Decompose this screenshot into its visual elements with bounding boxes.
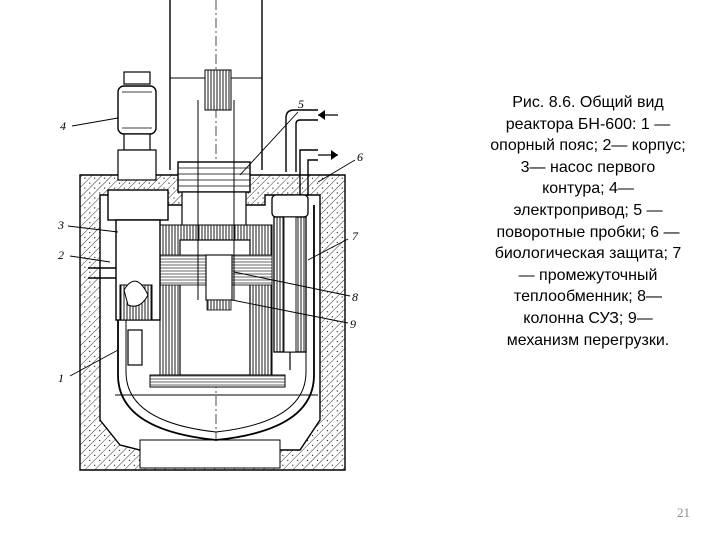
primary-pump <box>88 71 169 366</box>
page-number: 21 <box>677 505 690 520</box>
callout-9: 9 <box>350 317 356 331</box>
callout-7: 7 <box>352 229 359 243</box>
reactor-vessel <box>115 205 318 441</box>
callout-5: 5 <box>298 97 304 111</box>
callout-4: 4 <box>60 119 66 133</box>
intermediate-heat-exchanger <box>271 109 318 370</box>
flow-arrows <box>318 110 338 160</box>
reactor-diagram: 1 2 3 4 5 6 7 8 9 <box>57 0 363 471</box>
callout-8: 8 <box>352 290 358 304</box>
callout-3: 3 <box>57 218 64 232</box>
figure-caption: Рис. 8.6. Общий вид реактора БН-600: 1 —… <box>490 94 686 349</box>
biological-shield <box>79 174 346 471</box>
callout-6: 6 <box>357 150 363 164</box>
callout-2: 2 <box>58 248 64 262</box>
core-assemblies <box>149 69 286 388</box>
callout-1: 1 <box>58 371 64 385</box>
leader-lines <box>67 111 356 377</box>
